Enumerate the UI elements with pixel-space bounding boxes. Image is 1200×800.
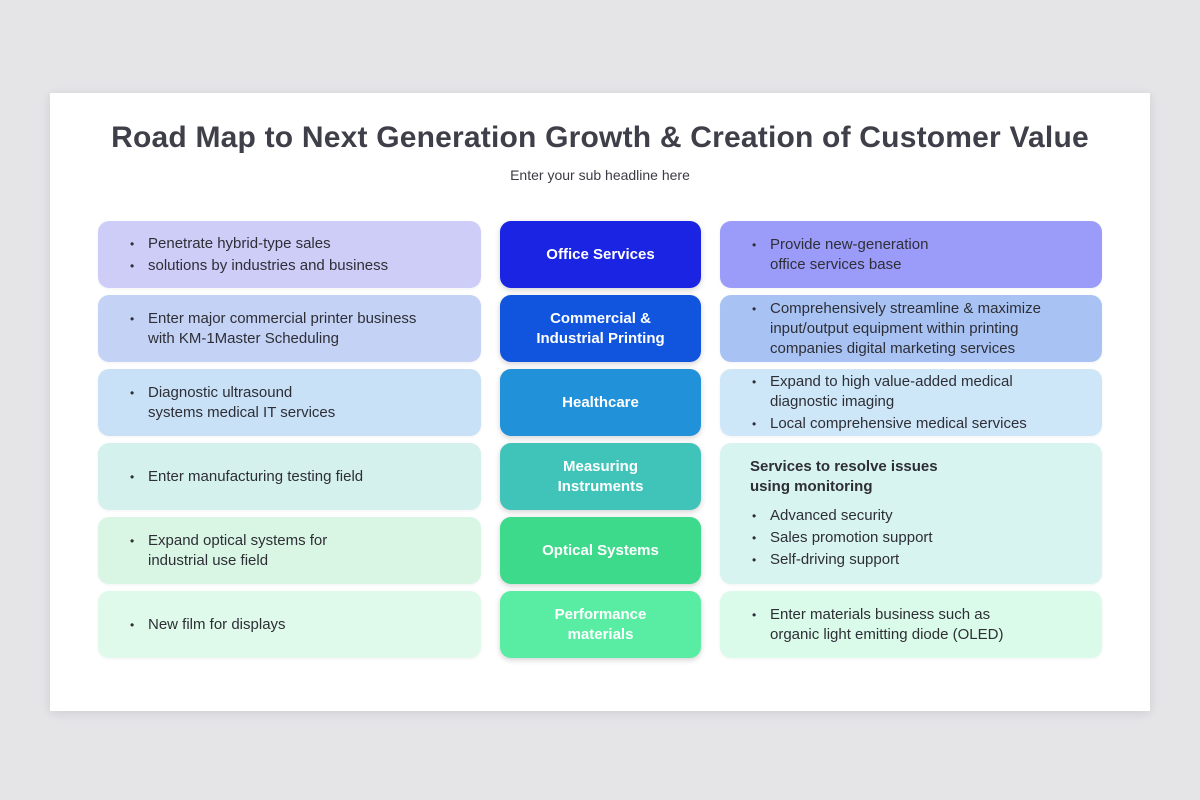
bullet-icon: • — [752, 530, 757, 545]
presentation-slide: Road Map to Next Generation Growth & Cre… — [50, 93, 1150, 711]
category-box-commercial-printing: Commercial & Industrial Printing — [500, 295, 701, 362]
bullet-item: • Provide new-generation office services… — [750, 235, 1080, 275]
category-box-measuring-instruments: Measuring Instruments — [500, 443, 701, 510]
category-label: Commercial & Industrial Printing — [536, 309, 665, 347]
bullet-icon: • — [752, 508, 757, 523]
bullet-item: • Comprehensively streamline & maximize … — [750, 299, 1080, 359]
bullet-icon: • — [130, 258, 135, 273]
bullet-icon: • — [130, 236, 135, 251]
category-label: Healthcare — [562, 393, 639, 411]
left-box-office-services: • Penetrate hybrid-type sales • solution… — [98, 221, 481, 288]
bullet-item: • New film for displays — [128, 615, 459, 635]
bullet-text: Diagnostic ultrasound systems medical IT… — [148, 383, 336, 421]
bullet-text: Provide new-generation office services b… — [770, 235, 929, 273]
category-box-performance-materials: Performance materials — [500, 591, 701, 658]
right-box-healthcare: • Expand to high value-added medical dia… — [720, 369, 1102, 436]
bullet-icon: • — [752, 374, 757, 389]
bullet-text: solutions by industries and business — [148, 256, 389, 274]
bullet-icon: • — [752, 416, 757, 431]
bullet-item: • Expand optical systems for industrial … — [128, 531, 459, 571]
bullet-icon: • — [130, 469, 135, 484]
bullet-item: • Enter materials business such as organ… — [750, 605, 1080, 645]
sub-headline: Enter your sub headline here — [510, 167, 690, 183]
bullet-item: • Enter manufacturing testing field — [128, 467, 459, 487]
bullet-text: Advanced security — [770, 506, 893, 524]
bullet-item: • Penetrate hybrid-type sales — [128, 234, 459, 254]
bullet-text: Enter materials business such as organic… — [770, 605, 1004, 643]
bullet-item: • Enter major commercial printer busines… — [128, 309, 459, 349]
bullet-text: Comprehensively streamline & maximize in… — [770, 299, 1041, 357]
bullet-text: New film for displays — [148, 615, 286, 633]
bullet-text: Enter major commercial printer business … — [148, 309, 417, 347]
bullet-icon: • — [130, 533, 135, 548]
left-box-measuring-instruments: • Enter manufacturing testing field — [98, 443, 481, 510]
category-label: Performance materials — [554, 605, 647, 643]
bullet-text: Penetrate hybrid-type sales — [148, 234, 331, 252]
bullet-text: Expand optical systems for industrial us… — [148, 531, 328, 569]
left-box-commercial-printing: • Enter major commercial printer busines… — [98, 295, 481, 362]
bullet-icon: • — [130, 311, 135, 326]
right-box-office-services: • Provide new-generation office services… — [720, 221, 1102, 288]
bullet-text: Expand to high value-added medical diagn… — [770, 372, 1013, 410]
page-title: Road Map to Next Generation Growth & Cre… — [111, 121, 1089, 154]
left-box-healthcare: • Diagnostic ultrasound systems medical … — [98, 369, 481, 436]
bullet-item: • Local comprehensive medical services — [750, 414, 1080, 434]
left-box-optical-systems: • Expand optical systems for industrial … — [98, 517, 481, 584]
bullet-icon: • — [752, 301, 757, 316]
category-box-office-services: Office Services — [500, 221, 701, 288]
category-box-healthcare: Healthcare — [500, 369, 701, 436]
category-box-optical-systems: Optical Systems — [500, 517, 701, 584]
bullet-text: Local comprehensive medical services — [770, 414, 1027, 432]
bullet-item: • Diagnostic ultrasound systems medical … — [128, 383, 459, 423]
left-box-performance-materials: • New film for displays — [98, 591, 481, 658]
bullet-item: • Advanced security — [750, 506, 1080, 526]
bullet-text: Enter manufacturing testing field — [148, 467, 364, 485]
category-label: Optical Systems — [542, 541, 659, 559]
right-box-commercial-printing: • Comprehensively streamline & maximize … — [720, 295, 1102, 362]
bullet-item: • Expand to high value-added medical dia… — [750, 372, 1080, 412]
right-box-monitoring-services: Services to resolve issues using monitor… — [720, 443, 1102, 584]
roadmap-grid: • Penetrate hybrid-type sales • solution… — [98, 221, 1102, 658]
box-heading: Services to resolve issues using monitor… — [750, 457, 938, 495]
right-box-performance-materials: • Enter materials business such as organ… — [720, 591, 1102, 658]
bullet-icon: • — [752, 607, 757, 622]
bullet-icon: • — [752, 552, 757, 567]
bullet-icon: • — [130, 385, 135, 400]
bullet-icon: • — [130, 617, 135, 632]
bullet-item: • solutions by industries and business — [128, 256, 459, 276]
bullet-text: Self-driving support — [770, 550, 900, 568]
bullet-item: • Sales promotion support — [750, 528, 1080, 548]
bullet-item: • Self-driving support — [750, 550, 1080, 570]
bullet-icon: • — [752, 237, 757, 252]
category-label: Office Services — [546, 245, 655, 263]
category-label: Measuring Instruments — [557, 457, 644, 495]
bullet-text: Sales promotion support — [770, 528, 933, 546]
